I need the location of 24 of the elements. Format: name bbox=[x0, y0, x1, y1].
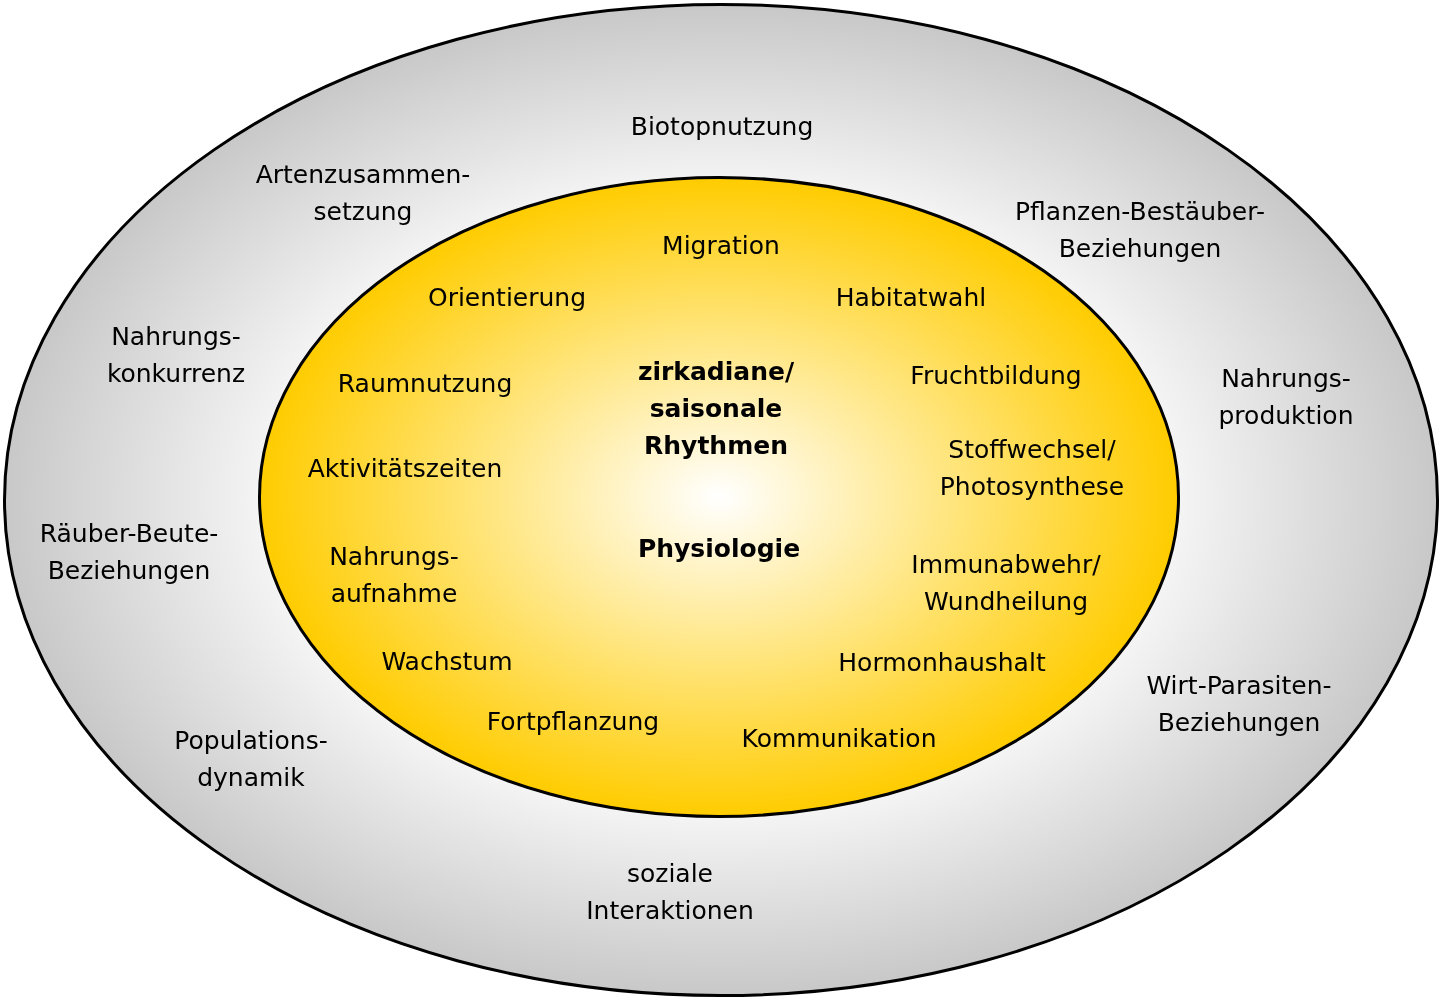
topic-label: Räuber-Beute- Beziehungen bbox=[38, 518, 220, 587]
topic-label: Immunabwehr/ Wundheilung bbox=[910, 549, 1102, 618]
topic-label: Migration bbox=[662, 229, 780, 262]
topic-label: Aktivitätszeiten bbox=[307, 452, 503, 485]
topic-label: Nahrungs- aufnahme bbox=[328, 541, 460, 610]
topic-label: Biotopnutzung bbox=[630, 110, 814, 143]
topic-label: Kommunikation bbox=[741, 722, 937, 755]
center-heading: zirkadiane/ saisonale Rhythmen bbox=[636, 355, 796, 462]
topic-label: Artenzusammen- setzung bbox=[254, 159, 472, 228]
topic-label: soziale Interaktionen bbox=[585, 858, 755, 927]
topic-label: Fortpflanzung bbox=[486, 705, 660, 738]
topic-label: Fruchtbildung bbox=[910, 359, 1082, 392]
topic-label: Orientierung bbox=[427, 281, 587, 314]
topic-label: Populations- dynamik bbox=[173, 725, 329, 794]
topic-label: Habitatwahl bbox=[835, 281, 987, 314]
topic-label: Wachstum bbox=[381, 645, 513, 678]
topic-label: Stoffwechsel/ Photosynthese bbox=[938, 434, 1126, 503]
topic-label: Nahrungs- konkurrenz bbox=[105, 321, 247, 390]
center-heading: Physiologie bbox=[637, 532, 801, 565]
topic-label: Raumnutzung bbox=[337, 367, 513, 400]
topic-label: Hormonhaushalt bbox=[838, 646, 1046, 679]
topic-label: Pflanzen-Bestäuber- Beziehungen bbox=[1014, 196, 1266, 265]
topic-label: Wirt-Parasiten- Beziehungen bbox=[1145, 670, 1333, 739]
topic-label: Nahrungs- produktion bbox=[1217, 363, 1355, 432]
